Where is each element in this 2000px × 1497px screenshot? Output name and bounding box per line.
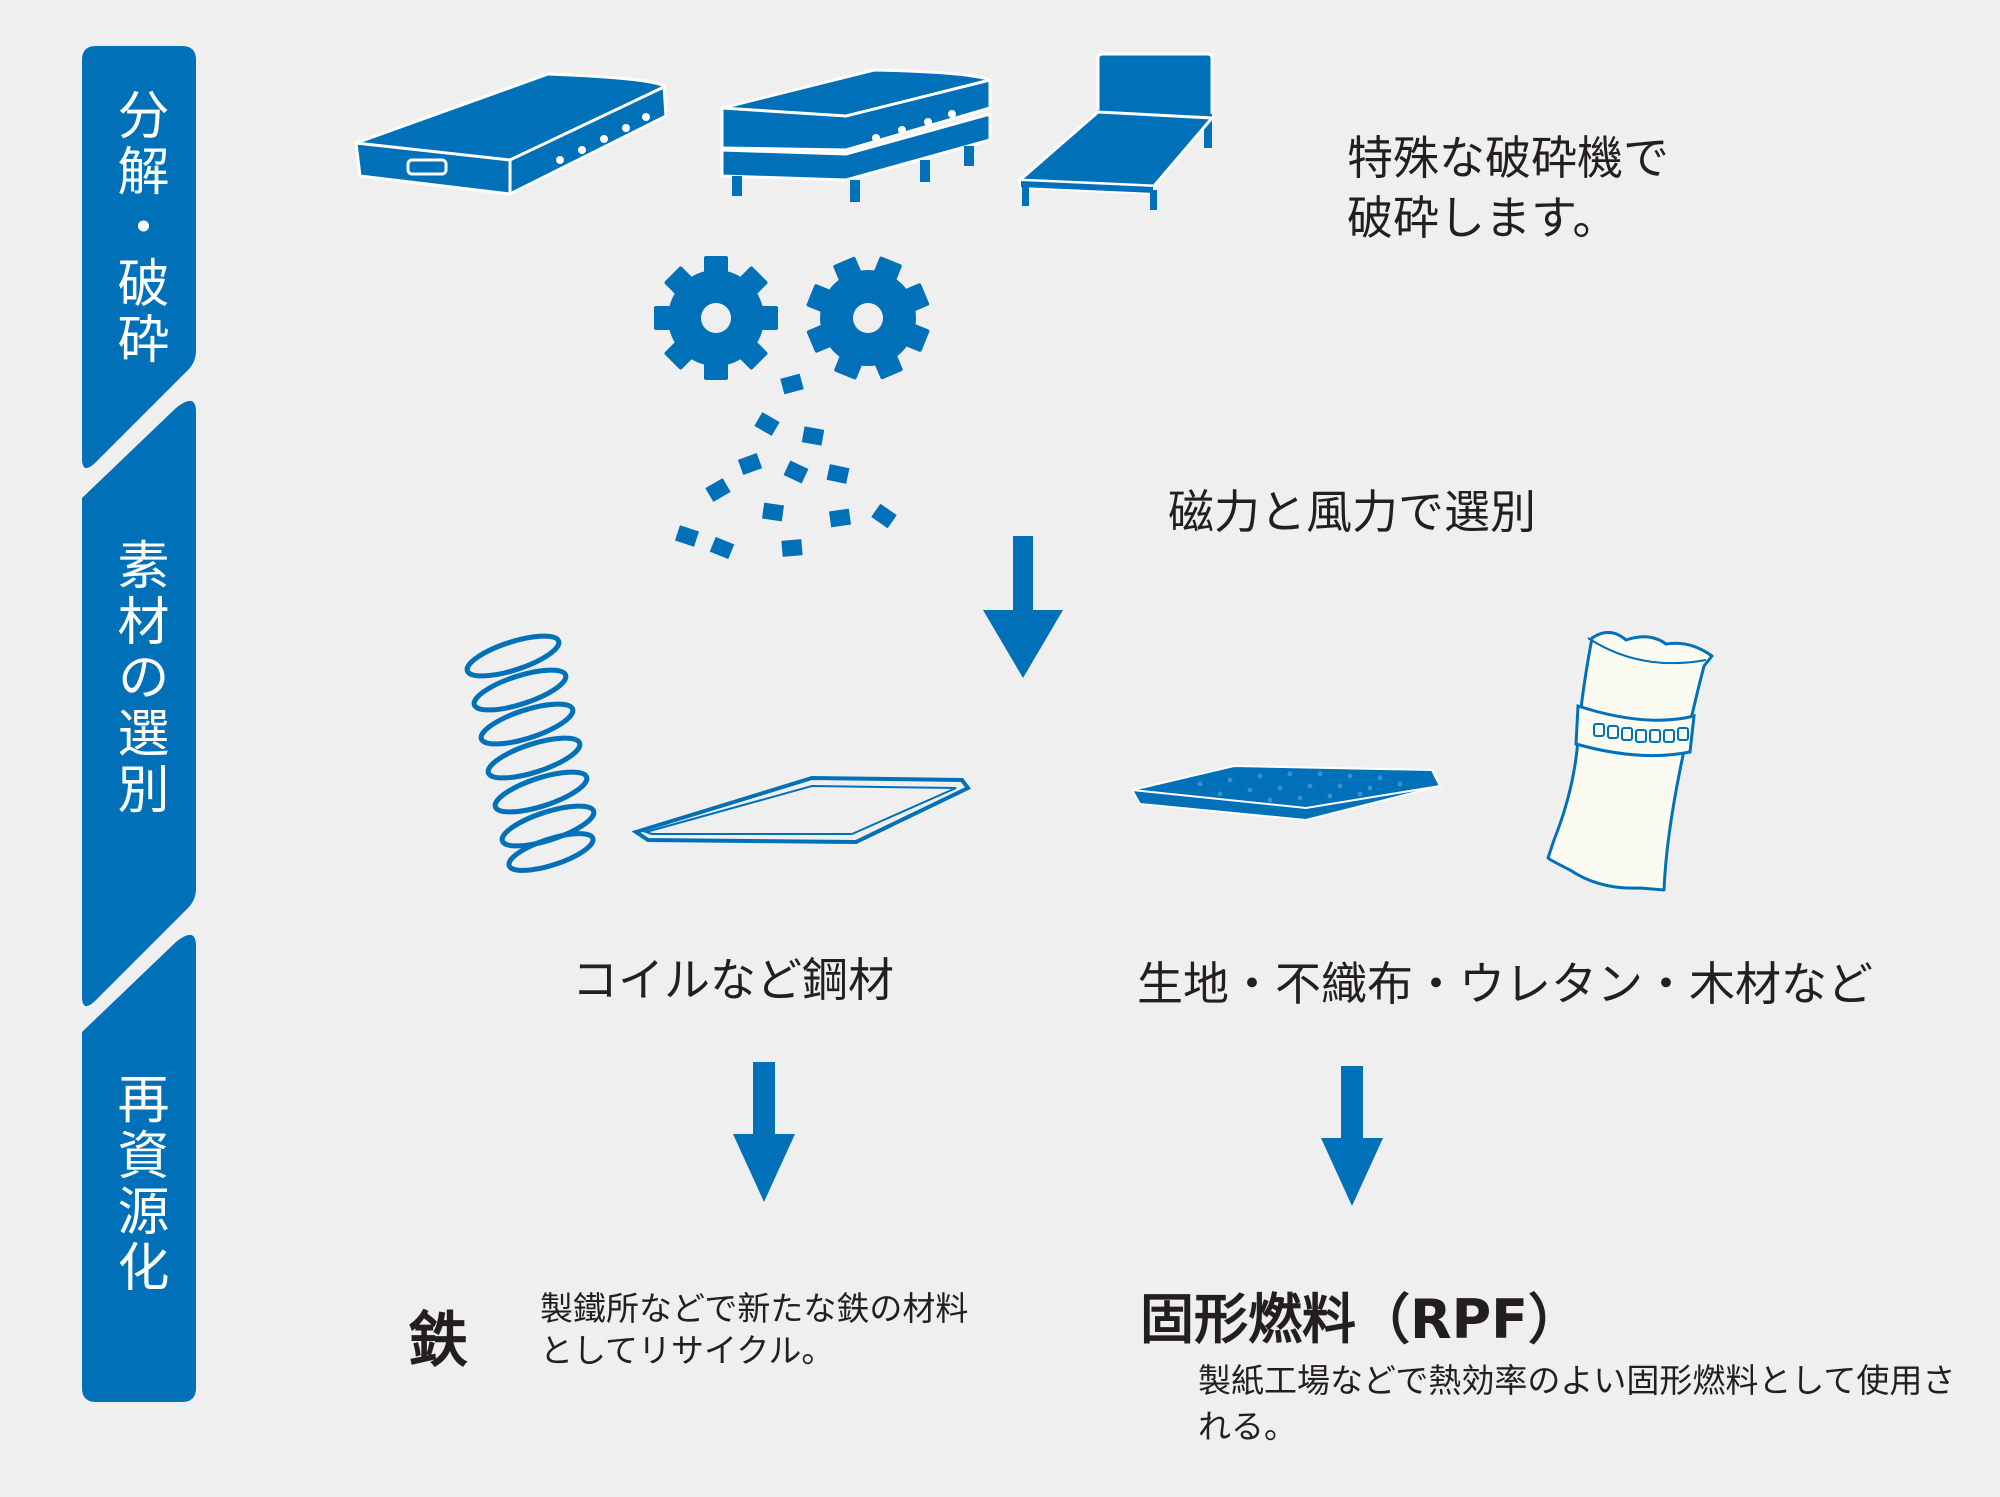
step-tab-sorting xyxy=(82,400,196,1007)
step-tab-recycle xyxy=(82,934,196,1402)
steel-frame-icon xyxy=(631,775,972,845)
mattress-icon xyxy=(354,72,668,196)
step-tab-disassemble xyxy=(82,46,196,469)
rpf-output-description: 製紙工場などで熱効率のよい固形燃料として使用される。 xyxy=(1198,1361,1956,1446)
rpf-output-title: 固形燃料（RPF） xyxy=(1140,1288,1583,1351)
shredded-fragments xyxy=(675,373,897,560)
iron-output-description: 製鐵所などで新たな鉄の材料としてリサイクル。 xyxy=(540,1289,969,1370)
metal-materials-label: コイルなど鋼材 xyxy=(572,953,894,1007)
sorting-note: 磁力と風力で選別 xyxy=(1168,485,1536,539)
fuel-bag-icon xyxy=(1546,631,1714,892)
gear-icon xyxy=(806,256,930,380)
arrow-down-icon xyxy=(983,536,1063,678)
other-materials-label: 生地・不織布・ウレタン・木材など xyxy=(1137,957,1873,1011)
step-label-sorting: 素材の選別 xyxy=(108,538,168,818)
box-spring-bed-icon xyxy=(720,68,992,202)
gear-icon xyxy=(654,256,778,380)
fabric-sheet-icon xyxy=(1130,764,1442,822)
shredding-note: 特殊な破砕機で破砕します。 xyxy=(1347,131,1669,245)
coil-spring-icon xyxy=(464,633,597,873)
iron-output-title: 鉄 xyxy=(408,1306,468,1376)
bed-frame-icon xyxy=(1016,52,1216,210)
arrow-down-icon xyxy=(733,1062,795,1202)
step-label-disassemble: 分解・破砕 xyxy=(108,88,168,368)
step-label-recycle: 再資源化 xyxy=(108,1072,168,1296)
arrow-down-icon xyxy=(1321,1066,1383,1206)
